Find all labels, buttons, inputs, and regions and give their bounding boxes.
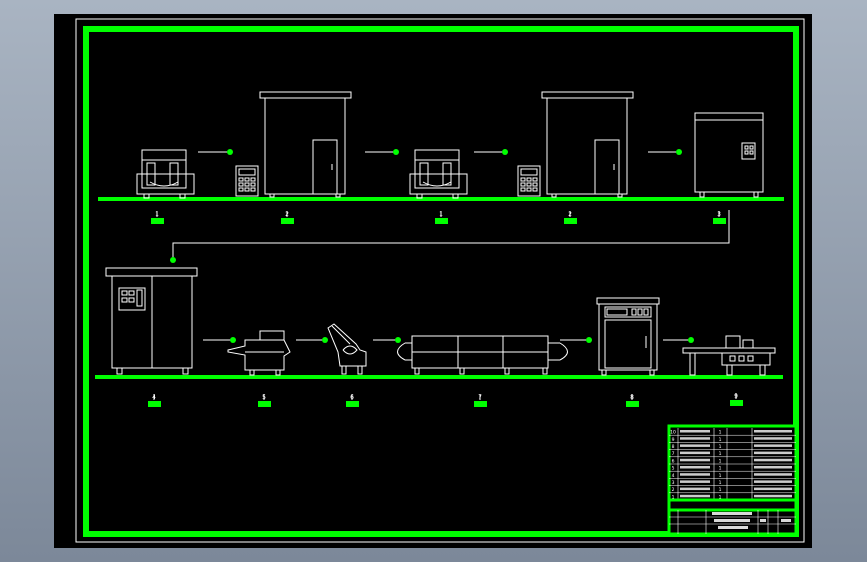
title-block-text-stroke [680,451,710,455]
title-block-cell: 1 [719,430,722,436]
moulder-machine [327,323,367,375]
row2-label-2: 5 [262,394,266,401]
title-block-cell: 4 [672,473,675,479]
title-block-cell: 9 [672,437,675,443]
connector-dot-8 [586,337,592,343]
cabinet-unit-2 [105,267,198,375]
mixer-machine-2 [409,149,468,199]
row2-label-5: 8 [630,394,634,401]
transfer-dot [170,257,176,263]
row1-baseline [98,197,784,201]
connector-dot-6 [322,337,328,343]
title-block-text-stroke [754,458,792,462]
control-panel-2 [517,165,541,197]
title-block-text-stroke [680,487,710,491]
title-block-text-stroke [754,430,792,433]
title-block-cell: 5 [672,466,675,472]
row2-label-3: 6 [350,394,354,401]
title-block-cell: 1 [719,458,722,464]
row1-label-5: 3 [717,211,721,218]
packing-table [682,335,776,376]
tunnel-oven [397,335,568,375]
title-block-text-stroke [680,480,710,483]
row2-markers [148,393,743,407]
title-block-text-stroke [680,458,710,462]
title-block-text-stroke [680,466,710,469]
title-block-cell: 1 [719,487,722,493]
row2-baseline [95,375,783,379]
connector-dot-2 [393,149,399,155]
row2-label-1: 4 [152,394,156,401]
title-block-text-stroke [754,437,792,440]
title-block-cell: 10 [670,430,676,436]
connector-dot-7 [395,337,401,343]
mixer-machine-1 [136,149,195,199]
title-block-text-stroke [680,473,710,476]
outer-border [75,18,805,543]
title-block-text-stroke [680,494,710,498]
row1-label-1: 1 [155,211,159,218]
inner-frame [83,26,799,537]
title-block-cell: 1 [719,444,722,450]
title-block-text-stroke [754,466,792,469]
connector-dot-3 [502,149,508,155]
title-block-cell: 1 [719,480,722,486]
title-block-text-stroke [680,430,710,433]
cabinet-unit-1 [694,112,764,198]
connector-dot-9 [688,337,694,343]
title-block-cell: 8 [672,444,675,450]
title-block-text-stroke [754,480,792,483]
row2-label-6: 9 [734,393,738,400]
title-block-cell: 6 [672,458,675,464]
control-panel-1 [235,165,259,197]
row-transfer-line [172,210,730,258]
row1-label-2: 2 [285,211,289,218]
title-block-text-stroke [754,473,792,476]
cooling-cabinet [596,297,660,376]
row1-markers [151,211,726,224]
connector-dot-5 [230,337,236,343]
title-block-cell: 1 [719,466,722,472]
title-block-text-stroke [754,444,792,447]
proofing-room-2 [541,91,634,198]
title-block-cell: 7 [672,451,675,457]
title-block-cell: 2 [672,487,675,493]
title-block-text-stroke [680,437,710,440]
title-block-text-stroke [754,451,792,455]
title-block-cell: 1 [719,494,722,500]
proofing-room-1 [259,91,352,198]
title-block-text-stroke [680,444,710,447]
connector-dot-4 [676,149,682,155]
title-block-cell: 1 [719,437,722,443]
connector-dot-1 [227,149,233,155]
title-block-cell: 1 [672,494,675,500]
row1-label-4: 2 [568,211,572,218]
title-block-text-stroke [754,494,792,498]
row2-label-4: 7 [478,394,482,401]
divider-machine [227,330,291,376]
title-block-cell: 1 [719,451,722,457]
title-block-cell: 3 [672,480,675,486]
title-block-cell: 1 [719,473,722,479]
row1-label-3: 1 [439,211,443,218]
title-block-text-stroke [754,487,792,491]
